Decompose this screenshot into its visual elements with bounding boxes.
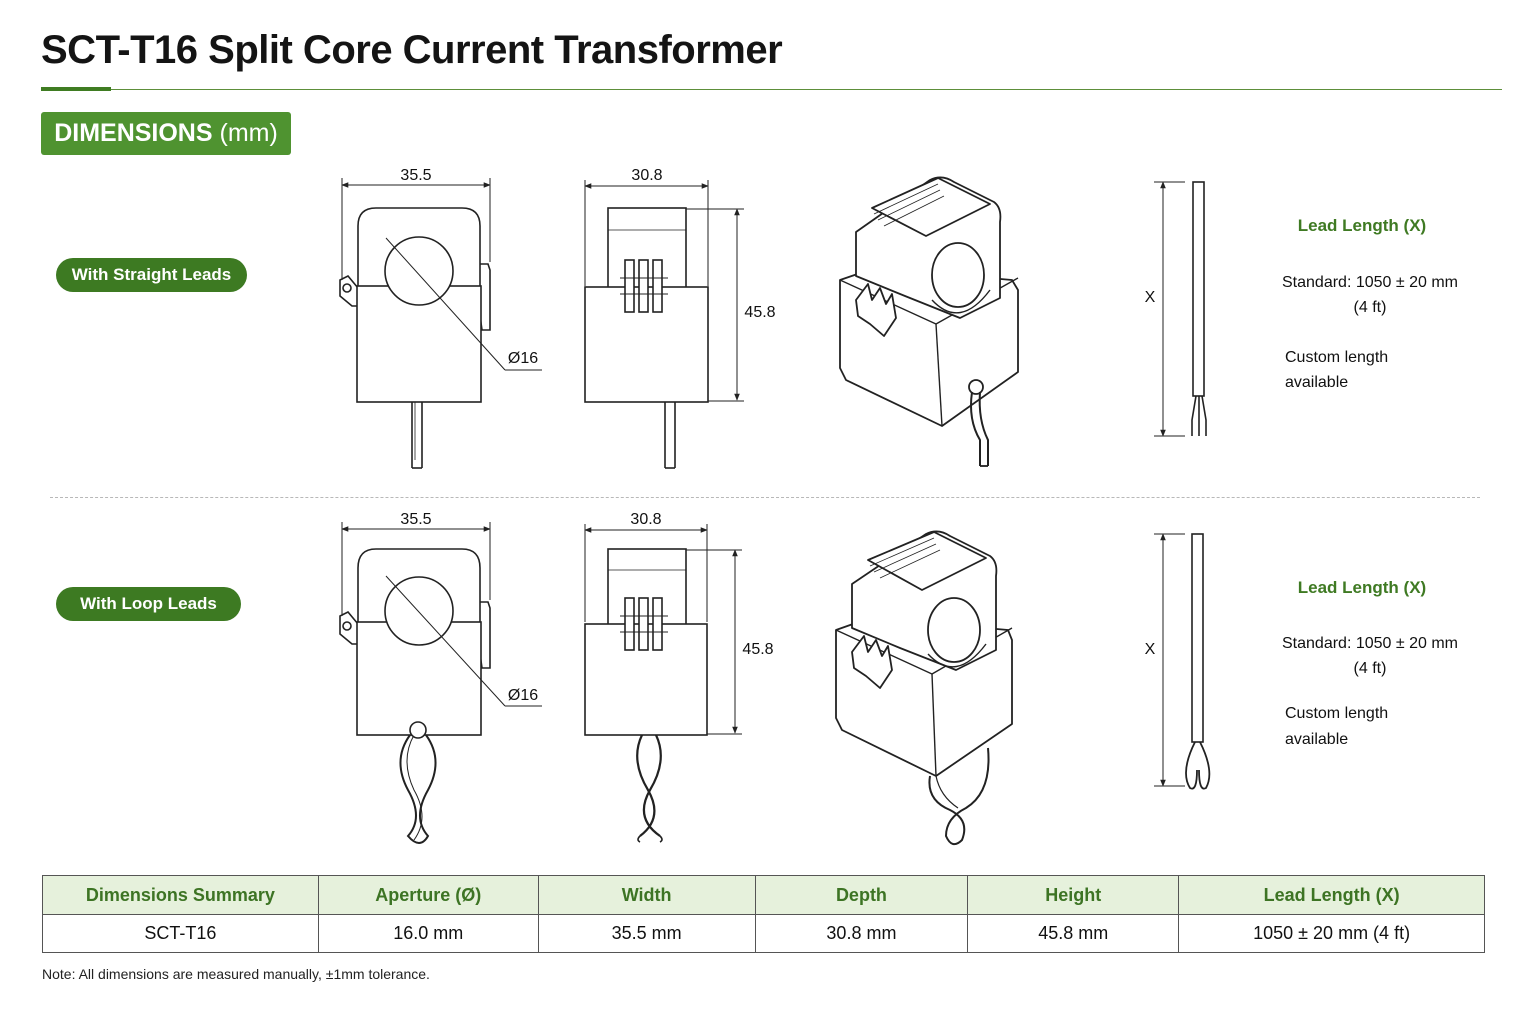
lead-length-dimension-straight [1154,181,1185,437]
lead-custom-1-straight: Custom length [1285,349,1389,366]
lead-length-title-loop: Lead Length (X) [1297,578,1427,597]
isometric-view-loop [835,530,1013,846]
table-header-cell: Lead Length (X) [1178,875,1485,915]
dimensions-badge: DIMENSIONS (mm) [41,112,291,155]
loop-leads-label: With Loop Leads [56,587,241,621]
width-dimension-straight [341,178,491,280]
table-cell: 35.5 mm [537,914,756,953]
lead-standard-straight: Standard: 1050 ± 20 mm [1282,274,1458,291]
table-cell: 30.8 mm [754,914,969,953]
aperture-dim-label-straight: Ø16 [508,350,538,367]
dimensions-badge-unit: (mm) [219,119,278,147]
lead-standard-ft-loop: (4 ft) [1353,660,1387,677]
lead-wire-straight [1191,181,1207,436]
lead-custom-1-loop: Custom length [1285,705,1389,722]
front-view-loop [339,548,542,844]
title-accent-bar [41,87,111,91]
lead-standard-ft-straight: (4 ft) [1353,299,1387,316]
width-dim-label-loop: 35.5 [400,511,431,528]
page-title: SCT-T16 Split Core Current Transformer [41,28,783,72]
straight-leads-label: With Straight Leads [56,258,247,292]
depth-dimension-loop [584,524,708,622]
lead-standard-loop: Standard: 1050 ± 20 mm [1282,635,1458,652]
table-header-cell: Dimensions Summary [42,875,319,915]
depth-dim-label-loop: 30.8 [630,511,661,528]
depth-dim-label-straight: 30.8 [631,167,662,184]
table-header-cell: Depth [754,875,969,915]
lead-custom-2-straight: available [1285,374,1349,391]
lead-length-marker-straight: X [1145,289,1156,306]
lead-length-marker-loop: X [1145,641,1156,658]
front-view-straight [339,207,542,469]
height-dim-label-loop: 45.8 [742,641,773,658]
lead-length-title-straight: Lead Length (X) [1297,216,1427,235]
side-view-loop [584,548,708,843]
depth-dimension-straight [584,180,709,286]
table-cell: 1050 ± 20 mm (4 ft) [1178,914,1485,953]
height-dim-label-straight: 45.8 [744,304,775,321]
isometric-view-straight [839,176,1019,467]
table-header-cell: Height [967,875,1180,915]
table-cell: 45.8 mm [967,914,1180,953]
dimensions-summary-table: Dimensions Summary Aperture (Ø) Width De… [42,875,1485,953]
dimension-drawings: 35.5 Ø16 30.8 45.8 [339,167,1211,846]
aperture-dim-label-loop: Ø16 [508,687,538,704]
table-row: SCT-T16 16.0 mm 35.5 mm 30.8 mm 45.8 mm … [42,914,1485,953]
height-dimension-straight [686,208,744,402]
dimensions-badge-label: DIMENSIONS [54,119,213,147]
lead-wire-loop [1185,533,1211,790]
table-cell: SCT-T16 [42,914,319,953]
side-view-straight [584,207,709,469]
lead-length-dimension-loop [1154,533,1185,787]
height-dimension-loop [686,549,742,735]
title-divider [41,89,1502,90]
width-dim-label-straight: 35.5 [400,167,431,184]
tolerance-note: Note: All dimensions are measured manual… [42,966,430,982]
table-header-cell: Aperture (Ø) [317,875,539,915]
width-dimension-loop [341,522,491,616]
row-divider [50,497,1480,498]
table-header-row: Dimensions Summary Aperture (Ø) Width De… [42,875,1485,915]
table-header-cell: Width [537,875,756,915]
lead-custom-2-loop: available [1285,731,1349,748]
table-cell: 16.0 mm [317,914,539,953]
